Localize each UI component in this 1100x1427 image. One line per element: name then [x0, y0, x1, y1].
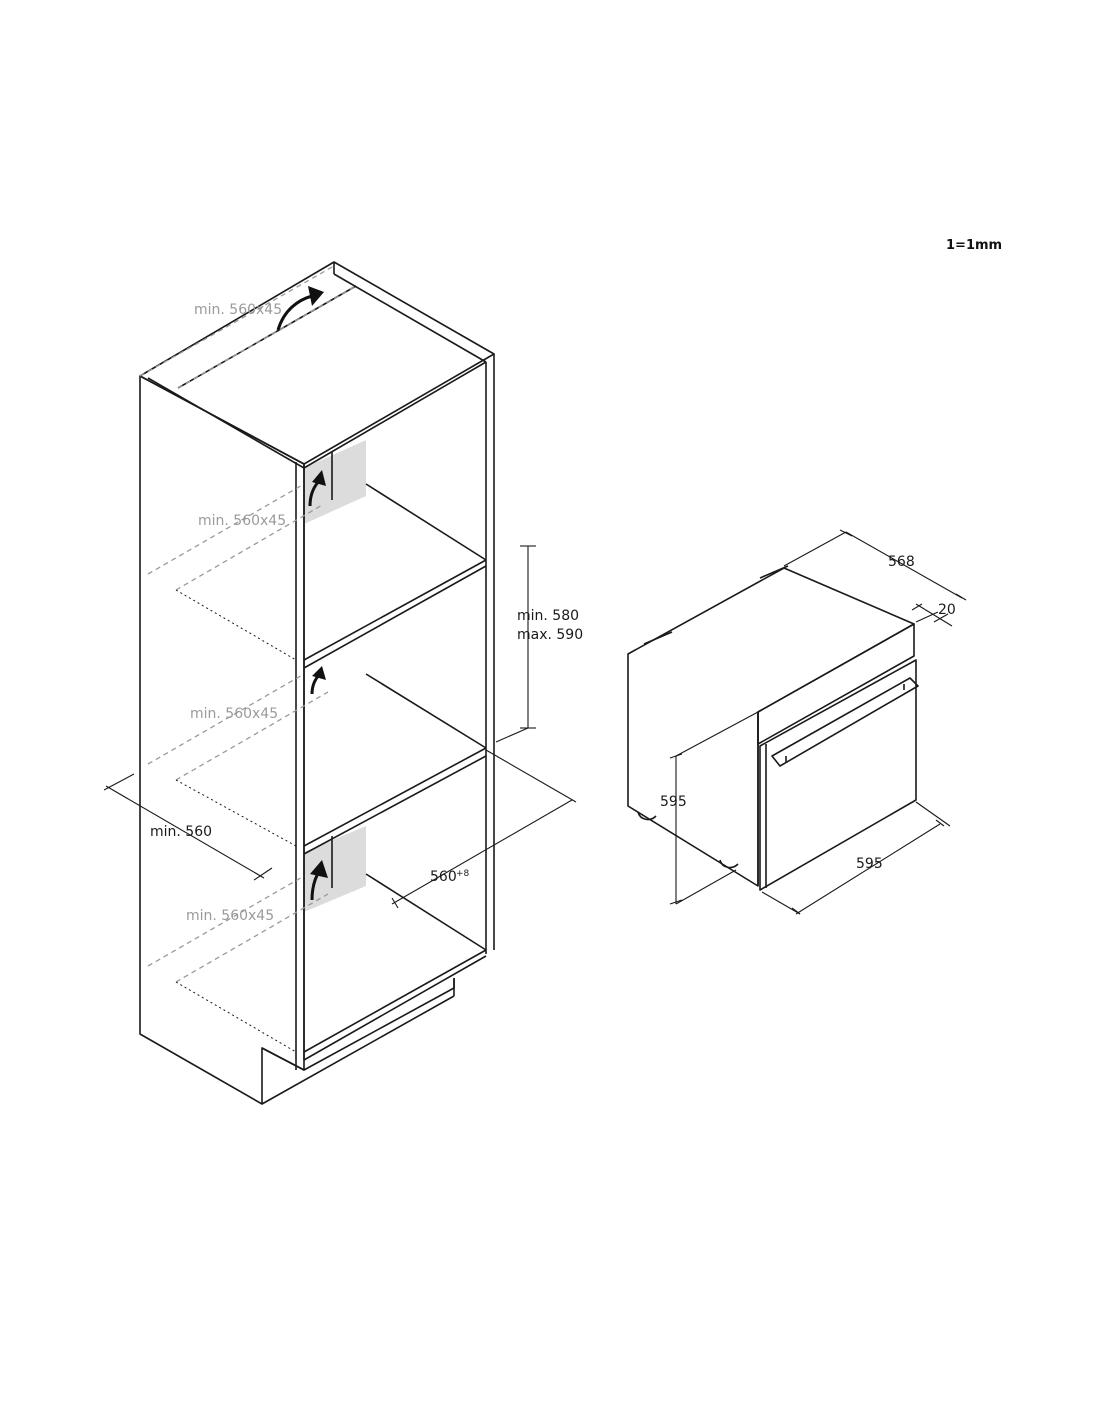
scale-note: 1=1mm	[946, 238, 1003, 253]
label-oven-height: 595	[660, 794, 687, 810]
label-oven-width: 595	[856, 856, 883, 872]
label-depth-sup: +8	[456, 869, 470, 879]
oven-drawing	[627, 565, 919, 891]
arrow-icon-top	[276, 294, 313, 331]
vent-panel-upper	[304, 440, 366, 524]
label-vent-middle: min. 560x45	[190, 706, 278, 722]
vent-panel-lower	[304, 826, 366, 912]
label-height-min: min. 580	[517, 608, 579, 624]
label-width-min: min. 560	[150, 824, 212, 840]
oven-control-panel	[757, 623, 915, 745]
label-oven-front: 20	[938, 602, 956, 618]
airflow-arrows	[276, 286, 328, 901]
vent-dotted-lines	[175, 589, 297, 1053]
cabinet-left-side	[139, 375, 305, 1105]
oven-dimensions	[669, 529, 967, 915]
label-height-max: max. 590	[517, 627, 583, 643]
label-oven-depth: 568	[888, 554, 915, 570]
cabinet-drawing	[139, 261, 495, 1105]
oven-handle	[771, 677, 919, 767]
label-depth-main: 560	[430, 869, 457, 885]
oven-body-side	[627, 567, 915, 887]
label-vent-top: min. 560x45	[194, 302, 282, 318]
oven-door	[759, 659, 917, 891]
vent-dashed-outlines	[139, 265, 357, 983]
cabinet-dimensions	[103, 545, 577, 909]
oven-foot-left	[637, 811, 657, 821]
label-vent-upper: min. 560x45	[198, 513, 286, 529]
label-vent-lower: min. 560x45	[186, 908, 274, 924]
oven-foot-right	[719, 859, 739, 869]
